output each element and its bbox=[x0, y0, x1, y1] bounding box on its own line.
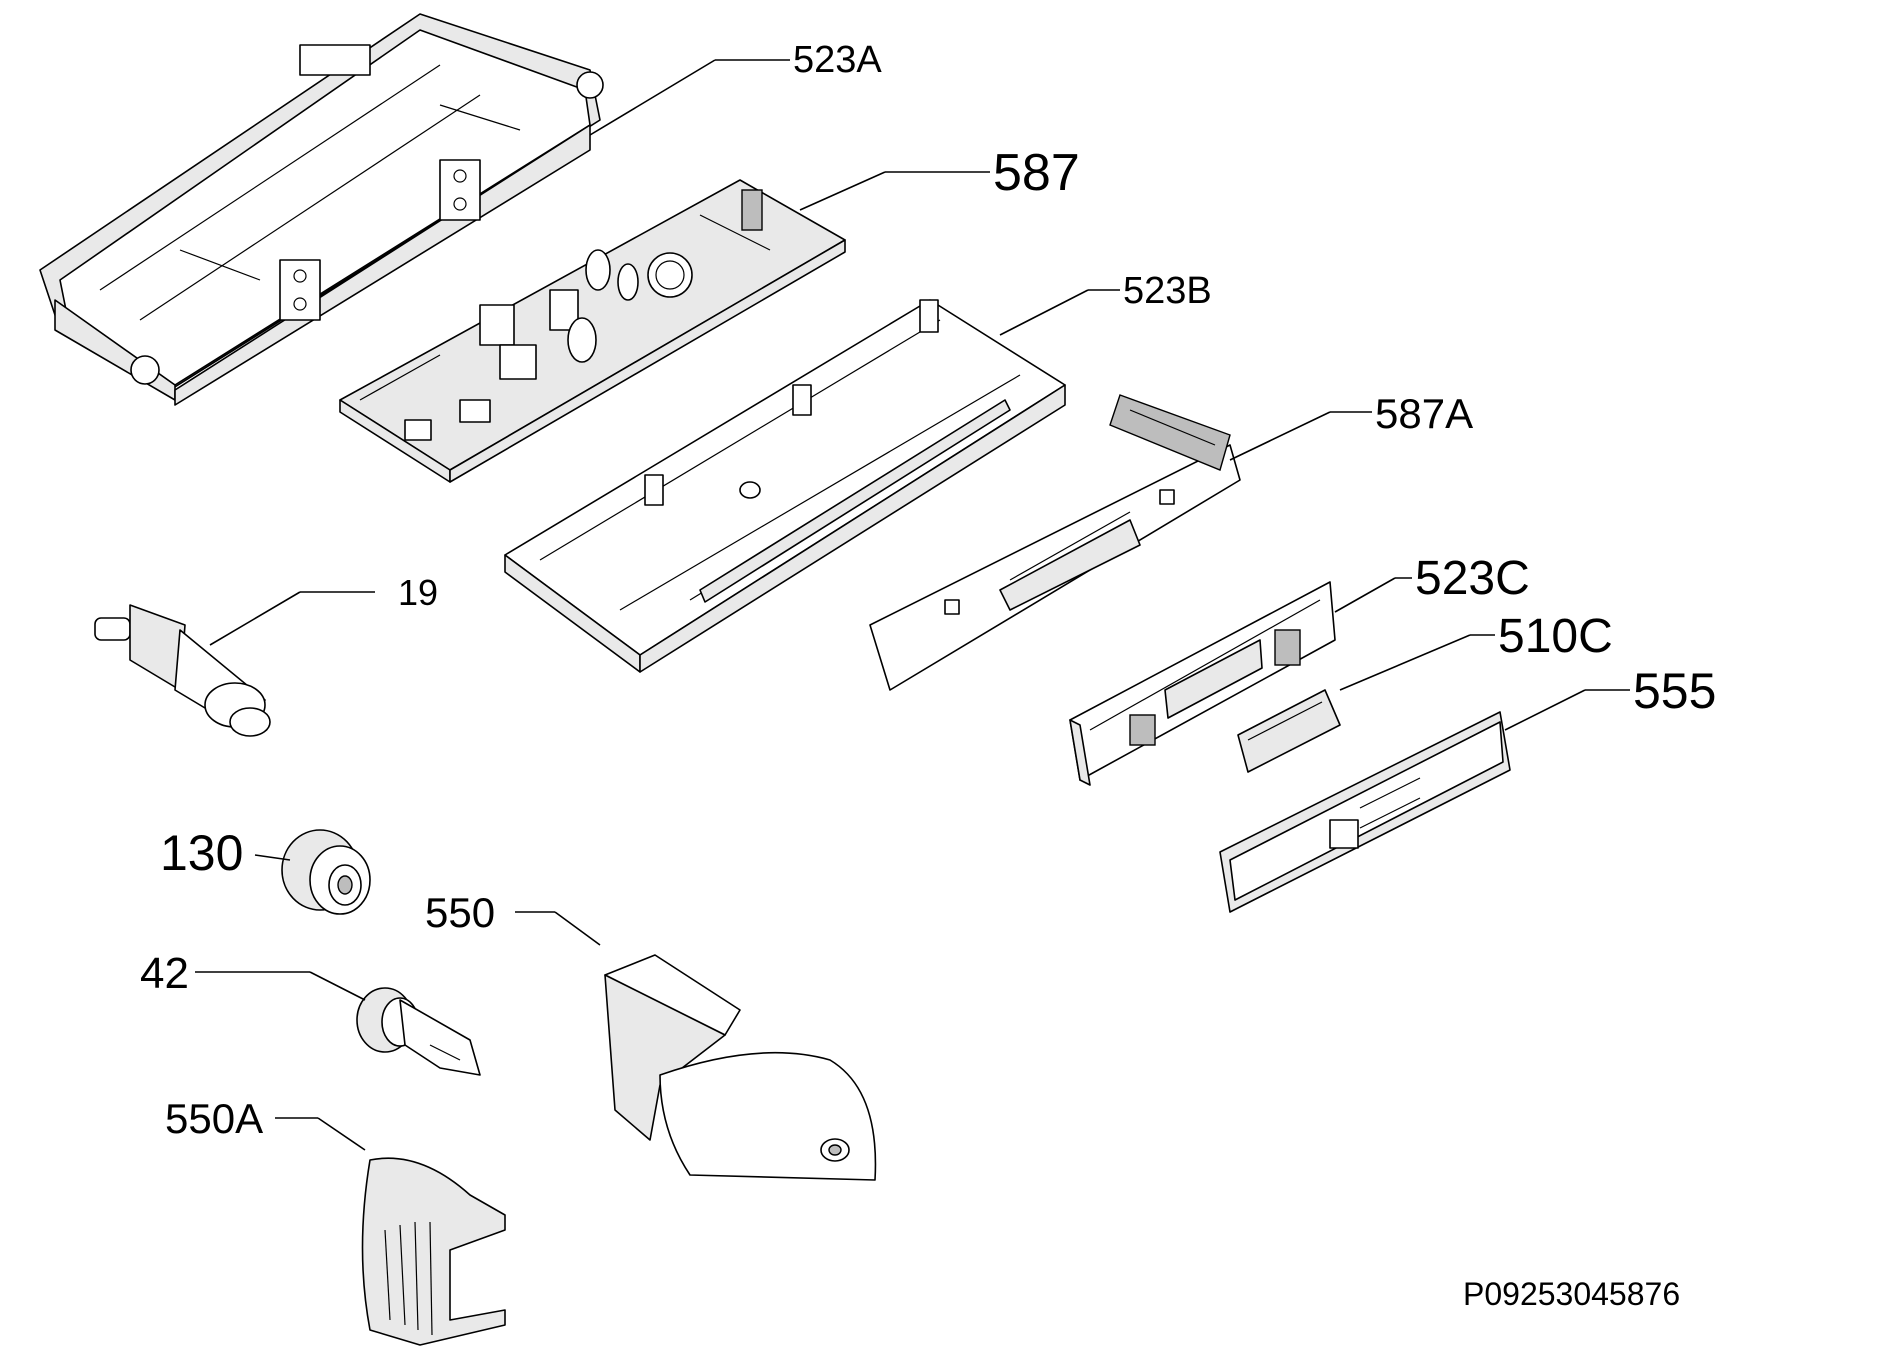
leader-523a bbox=[589, 59, 716, 136]
part-523b-tray bbox=[504, 299, 1066, 673]
label-42: 42 bbox=[140, 949, 189, 998]
part-523a-housing bbox=[39, 13, 604, 406]
leader-130 bbox=[254, 854, 291, 861]
label-523b: 523B bbox=[1123, 270, 1212, 312]
part-130-knob bbox=[281, 829, 371, 915]
label-130: 130 bbox=[160, 825, 243, 881]
label-523a: 523A bbox=[793, 39, 882, 81]
label-523c: 523C bbox=[1415, 552, 1530, 605]
part-555-front-panel bbox=[1219, 711, 1511, 913]
label-510c: 510C bbox=[1498, 610, 1613, 663]
leader-587 bbox=[799, 171, 886, 211]
label-555: 555 bbox=[1633, 663, 1716, 719]
label-587: 587 bbox=[993, 144, 1080, 202]
label-550a: 550A bbox=[165, 1095, 263, 1142]
leader-523c bbox=[1334, 577, 1396, 613]
label-587a: 587A bbox=[1375, 390, 1473, 437]
leader-523b bbox=[999, 289, 1089, 336]
leader-587a bbox=[1229, 411, 1331, 461]
part-587-circuit-board bbox=[339, 179, 846, 483]
part-587a-connector-board bbox=[869, 394, 1241, 691]
part-550-cover bbox=[604, 954, 877, 1181]
leader-555 bbox=[1504, 689, 1586, 731]
part-550a-cover bbox=[361, 1157, 506, 1346]
reference-code: P09253045876 bbox=[1463, 1276, 1680, 1312]
leader-510c bbox=[1339, 634, 1471, 691]
leader-19 bbox=[209, 591, 301, 646]
part-19-bulb bbox=[94, 604, 271, 737]
part-523c-display-frame bbox=[1069, 581, 1336, 786]
label-19: 19 bbox=[398, 572, 438, 613]
part-42-actuator bbox=[356, 987, 481, 1076]
label-550: 550 bbox=[425, 889, 495, 936]
part-510c-display-lens bbox=[1237, 689, 1341, 773]
